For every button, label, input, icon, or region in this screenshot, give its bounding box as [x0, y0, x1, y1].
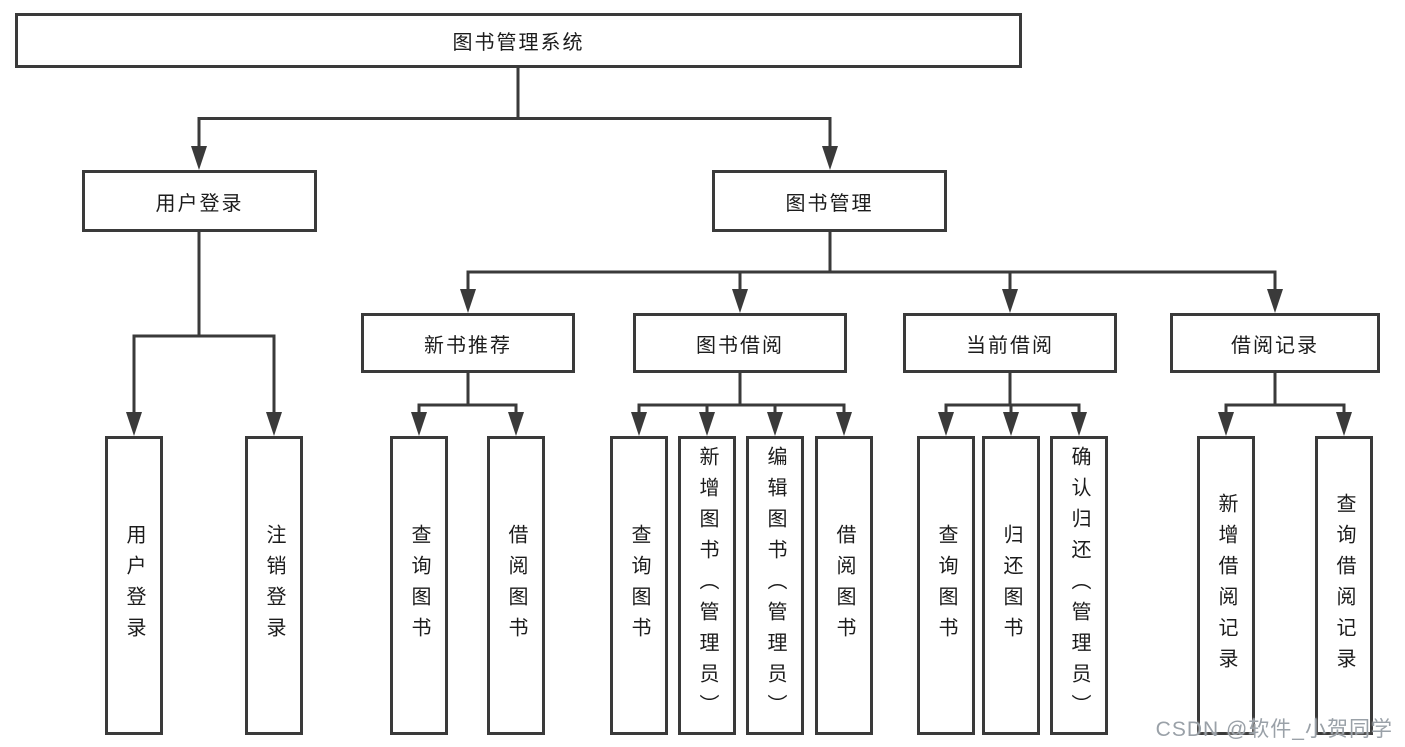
node-book-borrow: 图书借阅 — [633, 313, 847, 373]
arrow-icon — [699, 412, 715, 436]
arrow-icon — [822, 146, 838, 170]
node-label: 新增图书（管理员） — [696, 446, 718, 725]
arrow-icon — [938, 412, 954, 436]
leaf-user-login: 用户登录 — [105, 436, 163, 735]
node-library-management-system: 图书管理系统 — [15, 13, 1022, 68]
leaf-return-books: 归还图书 — [982, 436, 1040, 735]
node-label: 编辑图书（管理员） — [764, 446, 786, 725]
arrow-icon — [1267, 289, 1283, 313]
arrow-icon — [1218, 412, 1234, 436]
node-label: 新书推荐 — [424, 334, 512, 357]
node-label: 查询图书 — [628, 523, 650, 648]
leaf-add-books-admin: 新增图书（管理员） — [678, 436, 736, 735]
arrow-icon — [836, 412, 852, 436]
node-label: 用户登录 — [123, 523, 145, 648]
node-label: 注销登录 — [263, 523, 285, 648]
leaf-query-books-recommend: 查询图书 — [390, 436, 448, 735]
leaf-edit-books-admin: 编辑图书（管理员） — [746, 436, 804, 735]
leaf-logout: 注销登录 — [245, 436, 303, 735]
node-label: 用户登录 — [155, 192, 244, 215]
node-label: 确认归还（管理员） — [1068, 446, 1090, 725]
watermark: CSDN @软件_小贺同学 — [1155, 718, 1393, 741]
node-book-management: 图书管理 — [712, 170, 947, 232]
tree-edges — [132, 68, 1346, 418]
leaf-borrow-books: 借阅图书 — [815, 436, 873, 735]
leaf-borrow-books-recommend: 借阅图书 — [487, 436, 545, 735]
arrow-icon — [460, 289, 476, 313]
node-label: 查询借阅记录 — [1333, 492, 1355, 679]
arrow-icon — [631, 412, 647, 436]
node-label: 借阅图书 — [833, 523, 855, 648]
arrow-icon — [508, 412, 524, 436]
node-label: 借阅图书 — [505, 523, 527, 648]
node-new-book-recommend: 新书推荐 — [361, 313, 575, 373]
arrow-icon — [1071, 412, 1087, 436]
arrow-icon — [1002, 289, 1018, 313]
node-label: 归还图书 — [1000, 523, 1022, 648]
node-label: 查询图书 — [935, 523, 957, 648]
arrow-icon — [1336, 412, 1352, 436]
arrow-icon — [767, 412, 783, 436]
arrow-icon — [1003, 412, 1019, 436]
arrowheads — [126, 146, 1352, 436]
node-user-login: 用户登录 — [82, 170, 317, 232]
node-borrow-records: 借阅记录 — [1170, 313, 1380, 373]
arrow-icon — [411, 412, 427, 436]
node-label: 借阅记录 — [1231, 334, 1319, 357]
node-label: 当前借阅 — [966, 334, 1054, 357]
leaf-query-books-borrow: 查询图书 — [610, 436, 668, 735]
node-label: 图书管理 — [785, 192, 874, 215]
arrow-icon — [732, 289, 748, 313]
arrow-icon — [126, 412, 142, 436]
leaf-query-borrow-record: 查询借阅记录 — [1315, 436, 1373, 735]
arrow-icon — [266, 412, 282, 436]
leaf-query-books-current: 查询图书 — [917, 436, 975, 735]
leaf-add-borrow-record: 新增借阅记录 — [1197, 436, 1255, 735]
node-label: 新增借阅记录 — [1215, 492, 1237, 679]
node-label: 图书借阅 — [696, 334, 784, 357]
arrow-icon — [191, 146, 207, 170]
leaf-confirm-return-admin: 确认归还（管理员） — [1050, 436, 1108, 735]
node-label: 查询图书 — [408, 523, 430, 648]
node-current-borrow: 当前借阅 — [903, 313, 1117, 373]
node-label: 图书管理系统 — [452, 32, 585, 54]
